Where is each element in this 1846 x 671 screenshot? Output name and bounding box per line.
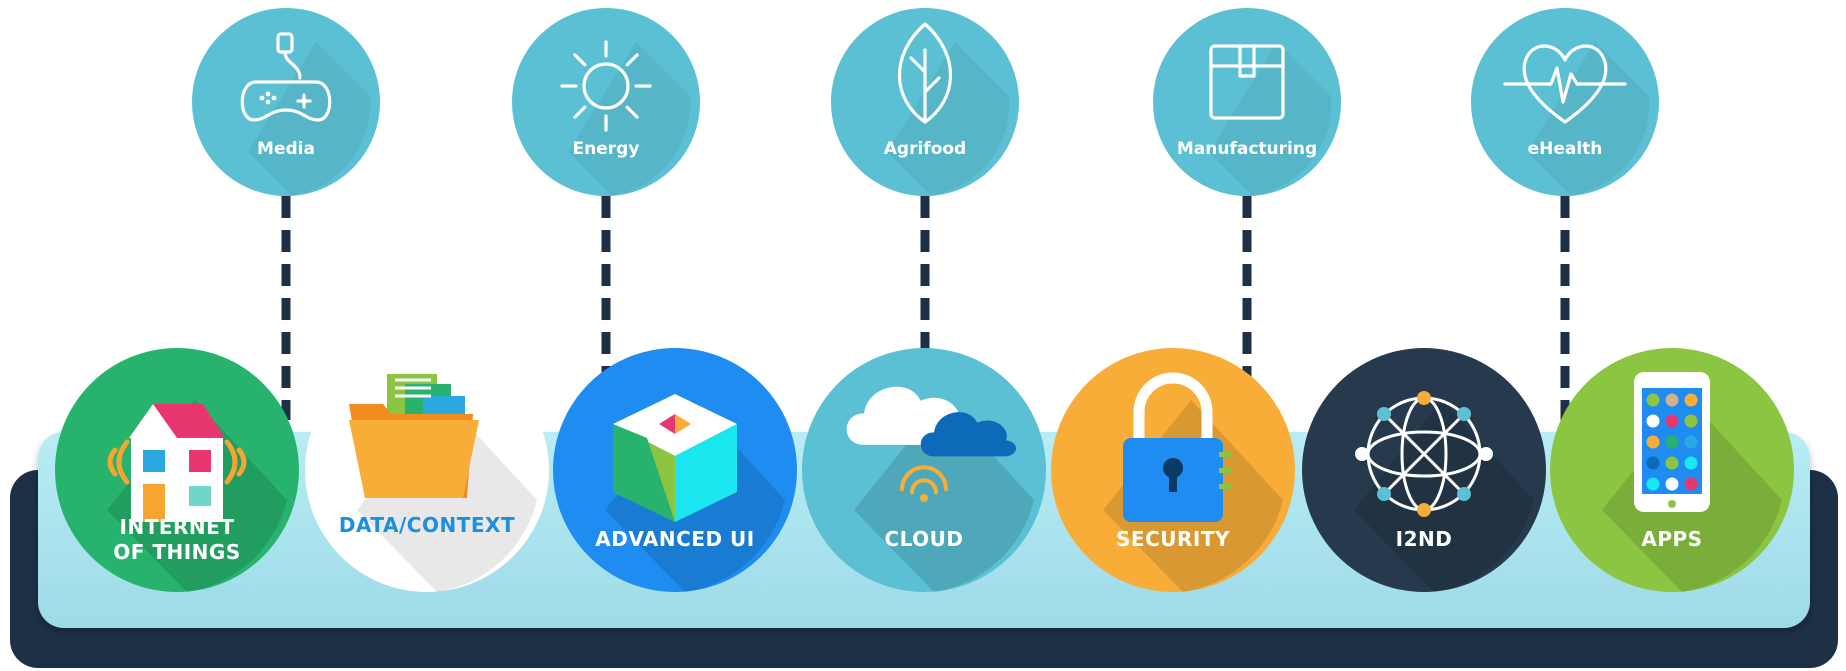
cube-icon — [613, 394, 737, 522]
cloud-icon — [846, 386, 1017, 502]
sector-circle — [192, 8, 380, 196]
platform-cloud: CLOUD — [802, 348, 1046, 592]
platform-data-context: DATA/CONTEXT — [305, 348, 549, 592]
platform-circle — [1302, 348, 1546, 592]
sector-energy: Energy — [512, 8, 700, 196]
platform-i2nd: I2ND — [1302, 348, 1546, 592]
platform-advanced-ui: ADVANCED UI — [553, 348, 797, 592]
heart-pulse-icon — [1503, 44, 1627, 124]
platform-label: ADVANCED UI — [595, 527, 755, 551]
sector-label: eHealth — [1528, 139, 1603, 159]
sector-circle — [1471, 8, 1659, 196]
platform-circle — [802, 348, 1046, 592]
platform-label: I2ND — [1396, 527, 1453, 551]
platform-security: SECURITY — [1051, 348, 1295, 592]
platform-label: OF THINGS — [113, 540, 241, 564]
smartphone-icon — [1634, 372, 1710, 512]
sector-agrifood: Agrifood — [831, 8, 1019, 196]
sector-media: Media — [192, 8, 380, 196]
folder-icon — [349, 374, 479, 498]
sector-label: Manufacturing — [1177, 139, 1317, 159]
sector-label: Energy — [573, 139, 640, 159]
platform-shadow — [854, 400, 1034, 592]
sun-icon — [560, 40, 652, 132]
sector-manufacturing: Manufacturing — [1153, 8, 1341, 196]
leaf-icon — [897, 22, 953, 124]
sector-shadow — [887, 42, 1010, 196]
sector-row: Media Energy Agrifood Manufacturing eHealth — [192, 8, 1659, 196]
box-icon — [1209, 44, 1285, 120]
sector-shadow — [1527, 42, 1650, 196]
sector-shadow — [568, 42, 691, 196]
house-icon — [107, 404, 247, 522]
platform-shadow — [1354, 400, 1534, 592]
platform-apps: APPS — [1550, 348, 1794, 592]
sector-label: Agrifood — [884, 139, 966, 159]
sector-circle — [1153, 8, 1341, 196]
sector-label: Media — [257, 139, 315, 159]
platform-label: INTERNET — [120, 515, 235, 539]
sector-ehealth: eHealth — [1471, 8, 1659, 196]
sector-circle — [512, 8, 700, 196]
network-globe-icon — [1355, 391, 1493, 517]
platform-label: DATA/CONTEXT — [339, 513, 515, 537]
gamepad-icon — [240, 32, 332, 122]
platform-label: CLOUD — [884, 527, 963, 551]
padlock-icon — [1123, 372, 1231, 522]
platform-label: APPS — [1641, 527, 1702, 551]
platform-label: SECURITY — [1116, 527, 1230, 551]
